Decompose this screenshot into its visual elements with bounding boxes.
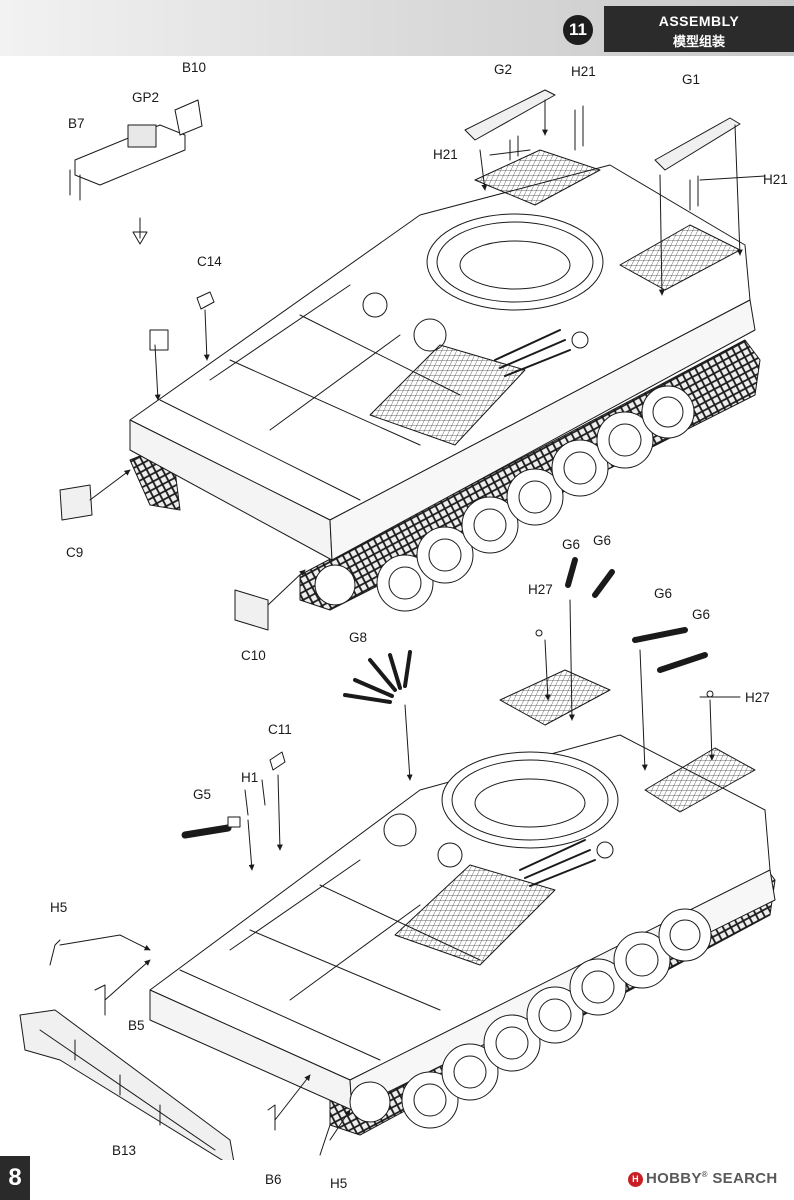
part-label-g6-b: G6: [593, 533, 612, 548]
part-label-h27-a: H27: [528, 582, 553, 597]
assembly-title-cn: 模型组装: [672, 35, 725, 50]
part-label-g6-a: G6: [562, 537, 581, 552]
part-label-h1: H1: [241, 770, 259, 785]
part-label-b13: B13: [112, 1143, 137, 1158]
part-label-h5-b: H5: [330, 1176, 348, 1191]
part-label-b6: B6: [265, 1172, 282, 1187]
part-label-gp2: GP2: [132, 90, 160, 105]
part-label-h21-b: H21: [433, 147, 458, 162]
part-label-g6-d: G6: [692, 607, 711, 622]
part-label-b7: B7: [68, 116, 85, 131]
watermark-brand: HOBBY: [646, 1170, 702, 1187]
part-label-c11: C11: [268, 722, 292, 737]
step-number-badge: 11: [563, 15, 593, 45]
part-label-c10: C10: [241, 648, 266, 663]
part-label-g2: G2: [494, 62, 513, 77]
watermark-logo-icon: H: [628, 1172, 643, 1187]
part-label-g1: G1: [682, 72, 701, 87]
part-label-h21-a: H21: [571, 64, 596, 79]
part-label-b5: B5: [128, 1018, 145, 1033]
vehicle-top-illustration: [129, 149, 761, 612]
page-number: 8: [0, 1156, 30, 1200]
vehicle-bottom-illustration: [149, 669, 776, 1136]
part-label-c9: C9: [66, 545, 84, 560]
top-floating-parts: [59, 89, 766, 631]
part-label-g8: G8: [349, 630, 368, 645]
part-label-g5: G5: [193, 787, 212, 802]
part-label-g6-c: G6: [654, 586, 673, 601]
part-label-c14: C14: [197, 254, 222, 269]
assembly-title-en: ASSEMBLY: [658, 13, 740, 29]
bottom-floating-parts: [19, 557, 741, 1160]
assembly-title-box: ASSEMBLY 模型组装: [604, 6, 794, 52]
part-label-h5-a: H5: [50, 900, 68, 915]
part-label-h21-c: H21: [763, 172, 788, 187]
assembly-drawing: [19, 89, 776, 1160]
part-label-b10: B10: [182, 60, 207, 75]
part-label-h27-b: H27: [745, 690, 770, 705]
watermark-suffix: SEARCH: [712, 1170, 778, 1187]
